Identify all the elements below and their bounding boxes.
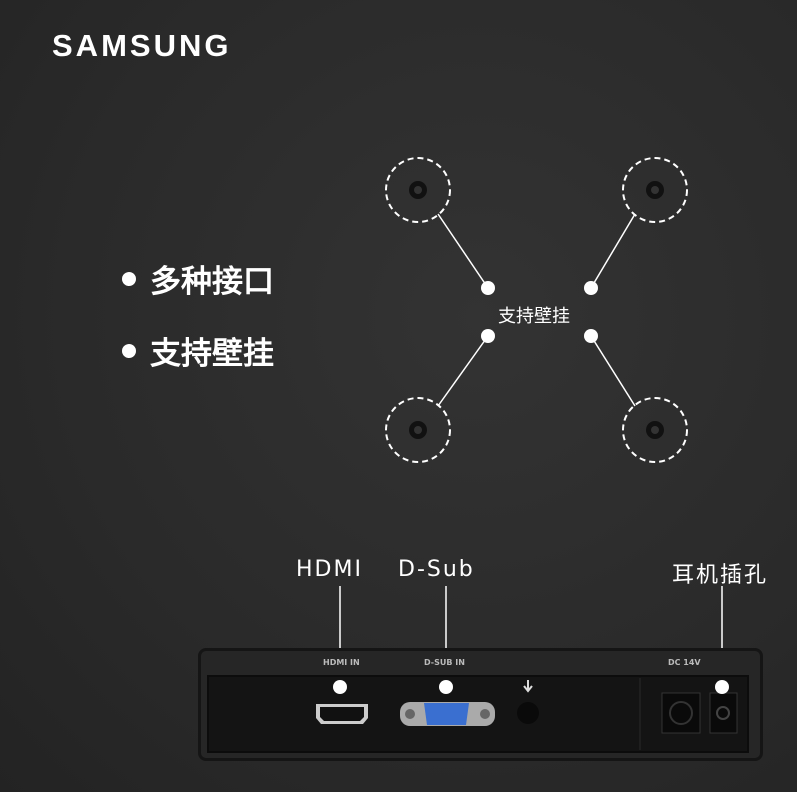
dc-power-port-icon	[661, 692, 701, 734]
dsub-panel-text: D-SUB IN	[424, 658, 465, 667]
samsung-logo: SAMSUNG	[52, 28, 232, 63]
feature-text: 支持壁挂	[150, 336, 274, 372]
dsub-label: D-Sub	[398, 557, 475, 582]
feature-text: 多种接口	[150, 264, 274, 300]
dc-panel-text: DC 14V	[668, 658, 701, 667]
hdmi-panel-text: HDMI IN	[323, 658, 360, 667]
hdmi-label: HDMI	[296, 557, 363, 582]
headphone-jack-icon	[709, 692, 738, 734]
feature-item: 多种接口	[122, 256, 274, 301]
mount-hole-circles	[385, 157, 688, 463]
audio-in-port-icon	[517, 680, 539, 724]
bullet-icon	[122, 343, 136, 358]
hdmi-port-icon	[316, 704, 368, 724]
headphone-label: 耳机插孔	[672, 563, 769, 588]
mount-label: 支持壁挂	[498, 306, 570, 327]
bullet-icon	[122, 271, 136, 286]
feature-item: 支持壁挂	[122, 328, 274, 373]
vga-port-icon	[400, 702, 495, 726]
